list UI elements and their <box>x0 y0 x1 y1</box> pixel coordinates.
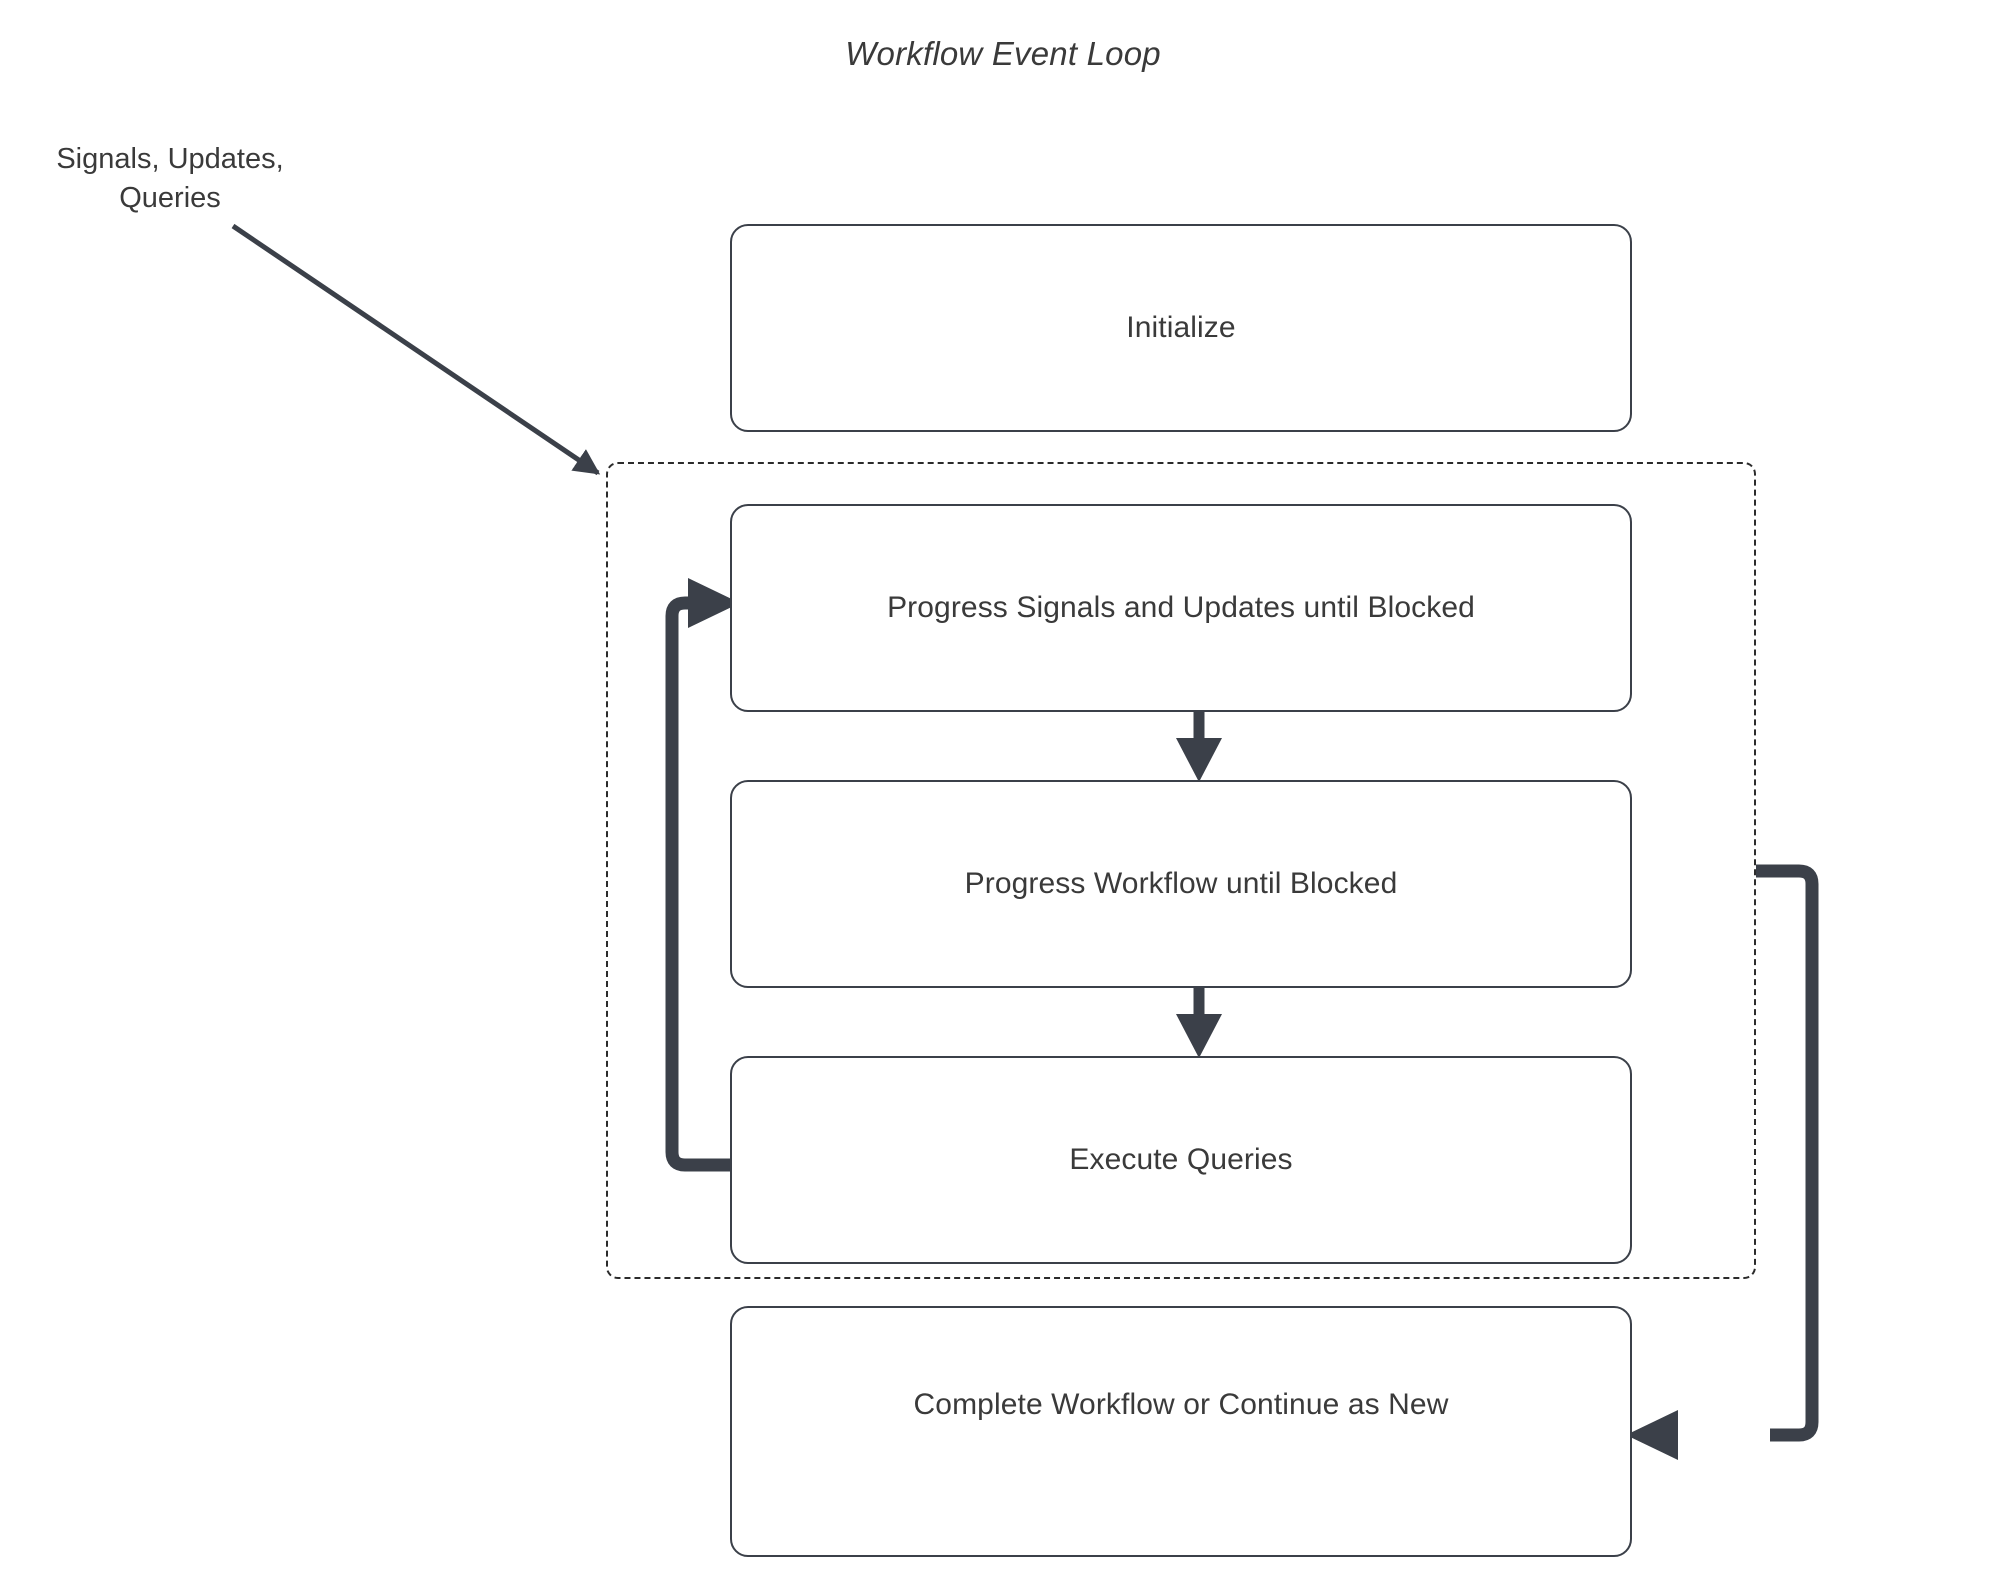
node-progress-signals-updates-label: Progress Signals and Updates until Block… <box>887 591 1475 625</box>
external-input-line-1: Signals, Updates, <box>56 143 284 175</box>
external-input-line-2: Queries <box>119 181 221 214</box>
node-initialize[interactable]: Initialize <box>730 224 1632 432</box>
page-title: Workflow Event Loop <box>845 35 1161 72</box>
node-complete-workflow[interactable]: Complete Workflow or Continue as New <box>730 1306 1632 1557</box>
node-initialize-label: Initialize <box>1126 311 1236 345</box>
node-execute-queries-label: Execute Queries <box>1069 1143 1293 1177</box>
node-execute-queries[interactable]: Execute Queries <box>730 1056 1632 1264</box>
event-loop-cluster <box>606 462 1756 1279</box>
edge-input-to-cluster <box>231 223 601 476</box>
node-progress-signals-updates[interactable]: Progress Signals and Updates until Block… <box>730 504 1632 712</box>
external-input-label: Signals, Updates, Queries <box>20 140 320 218</box>
node-complete-workflow-label: Complete Workflow or Continue as New <box>913 1387 1449 1421</box>
node-progress-workflow[interactable]: Progress Workflow until Blocked <box>730 780 1632 988</box>
node-progress-workflow-label: Progress Workflow until Blocked <box>964 867 1398 901</box>
